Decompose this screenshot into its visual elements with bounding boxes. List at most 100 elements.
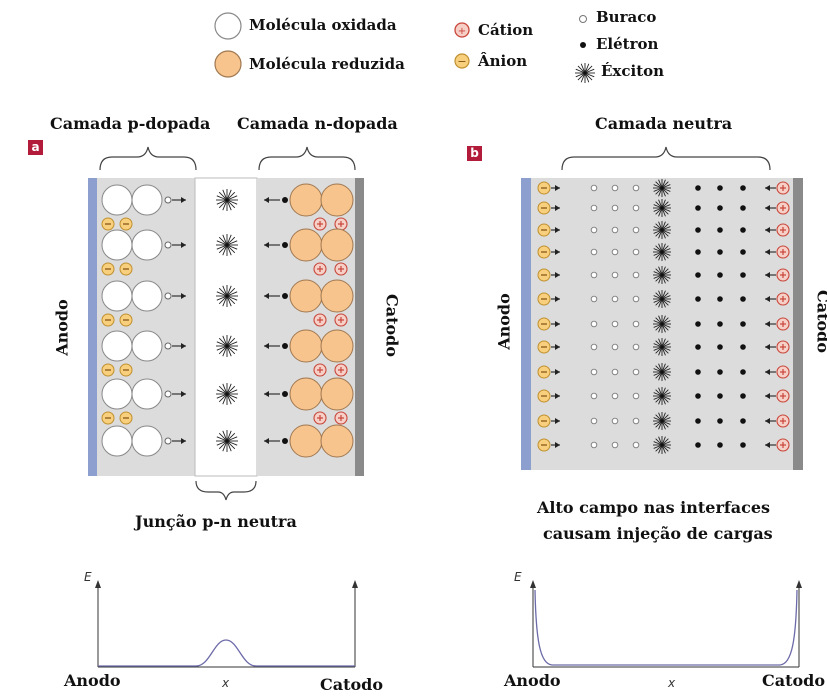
anion-icon bbox=[537, 268, 551, 282]
electron-drift-arrow-icon bbox=[264, 391, 280, 397]
hole-injection-arrow-icon bbox=[551, 418, 560, 424]
exciton-icon bbox=[653, 363, 671, 381]
hole-icon bbox=[590, 295, 598, 303]
electron-icon bbox=[740, 249, 746, 255]
hole-icon bbox=[590, 441, 598, 449]
electron-icon bbox=[282, 391, 288, 397]
anion-icon bbox=[537, 340, 551, 354]
hole-icon bbox=[632, 248, 640, 256]
hole-icon bbox=[164, 342, 172, 350]
electron-drift-arrow-icon bbox=[264, 197, 280, 203]
exciton-icon bbox=[653, 290, 671, 308]
plot-left-x-label: x bbox=[222, 676, 230, 690]
cation-icon bbox=[776, 340, 790, 354]
hole-drift-arrow-icon bbox=[172, 343, 186, 349]
electron-icon bbox=[740, 321, 746, 327]
electron-icon bbox=[717, 442, 723, 448]
reduced-molecule-icon bbox=[320, 424, 354, 458]
electron-icon bbox=[740, 185, 746, 191]
panel-b-anode-bar bbox=[521, 178, 531, 470]
exciton-icon bbox=[216, 189, 238, 211]
hole-icon bbox=[611, 184, 619, 192]
electron-injection-arrow-icon bbox=[765, 227, 776, 233]
panel-a-anode-label: Anodo bbox=[52, 299, 72, 356]
reduced-molecule-icon bbox=[289, 183, 323, 217]
panel-b-cathode-bar bbox=[793, 178, 803, 470]
oxidized-molecule-icon bbox=[101, 425, 133, 457]
electron-icon bbox=[740, 272, 746, 278]
cation-icon bbox=[334, 313, 348, 327]
electron-icon bbox=[695, 393, 701, 399]
electron-icon bbox=[282, 343, 288, 349]
panel-a-cathode-label: Catodo bbox=[382, 293, 402, 358]
cation-icon bbox=[313, 217, 327, 231]
hole-icon bbox=[611, 295, 619, 303]
legend-reduced-label: Molécula reduzida bbox=[249, 55, 405, 73]
panel-a-n-layer-label: Camada n-dopada bbox=[237, 114, 398, 133]
hole-icon bbox=[611, 343, 619, 351]
hole-icon bbox=[164, 241, 172, 249]
cation-icon bbox=[776, 389, 790, 403]
hole-injection-arrow-icon bbox=[551, 344, 560, 350]
exciton-icon bbox=[653, 412, 671, 430]
hole-icon bbox=[611, 204, 619, 212]
anion-icon bbox=[119, 411, 133, 425]
hole-icon bbox=[590, 248, 598, 256]
electron-icon bbox=[282, 438, 288, 444]
oxidized-molecule-icon bbox=[101, 280, 133, 312]
cation-icon bbox=[776, 365, 790, 379]
legend-cation-icon: + bbox=[454, 22, 470, 38]
electron-icon bbox=[717, 369, 723, 375]
electron-icon bbox=[282, 293, 288, 299]
hole-injection-arrow-icon bbox=[551, 272, 560, 278]
electron-injection-arrow-icon bbox=[765, 418, 776, 424]
exciton-icon bbox=[653, 387, 671, 405]
oxidized-molecule-icon bbox=[131, 280, 163, 312]
electron-icon bbox=[695, 272, 701, 278]
oxidized-molecule-icon bbox=[101, 378, 133, 410]
panel-b-caption-line2: causam injeção de cargas bbox=[543, 524, 773, 543]
hole-icon bbox=[590, 271, 598, 279]
cation-icon bbox=[334, 411, 348, 425]
cation-icon bbox=[334, 363, 348, 377]
anion-icon bbox=[537, 414, 551, 428]
cation-icon bbox=[776, 414, 790, 428]
legend-anion-label: Ânion bbox=[478, 52, 528, 70]
anion-icon bbox=[101, 313, 115, 327]
electron-injection-arrow-icon bbox=[765, 344, 776, 350]
oxidized-molecule-icon bbox=[131, 184, 163, 216]
cation-icon bbox=[776, 245, 790, 259]
panel-a-anode-bar bbox=[88, 178, 97, 476]
panel-a-junction bbox=[194, 177, 258, 477]
exciton-icon bbox=[216, 285, 238, 307]
electron-icon bbox=[717, 393, 723, 399]
exciton-icon bbox=[216, 335, 238, 357]
plot-right-y-label: E bbox=[514, 570, 522, 584]
electron-icon bbox=[282, 197, 288, 203]
electron-icon bbox=[695, 344, 701, 350]
electron-icon bbox=[695, 369, 701, 375]
hole-drift-arrow-icon bbox=[172, 438, 186, 444]
electron-icon bbox=[740, 442, 746, 448]
cation-icon bbox=[313, 363, 327, 377]
hole-icon bbox=[632, 417, 640, 425]
reduced-molecule-icon bbox=[320, 377, 354, 411]
hole-icon bbox=[632, 184, 640, 192]
hole-icon bbox=[632, 392, 640, 400]
exciton-icon bbox=[653, 221, 671, 239]
anion-icon bbox=[537, 365, 551, 379]
electron-injection-arrow-icon bbox=[765, 369, 776, 375]
electron-icon bbox=[695, 418, 701, 424]
cation-icon bbox=[313, 411, 327, 425]
electron-icon bbox=[695, 205, 701, 211]
anion-icon bbox=[537, 438, 551, 452]
cation-icon bbox=[334, 217, 348, 231]
exciton-icon bbox=[216, 234, 238, 256]
hole-injection-arrow-icon bbox=[551, 369, 560, 375]
hole-icon bbox=[632, 226, 640, 234]
hole-drift-arrow-icon bbox=[172, 242, 186, 248]
cation-icon bbox=[313, 313, 327, 327]
hole-icon bbox=[611, 226, 619, 234]
reduced-molecule-icon bbox=[289, 424, 323, 458]
hole-icon bbox=[590, 392, 598, 400]
